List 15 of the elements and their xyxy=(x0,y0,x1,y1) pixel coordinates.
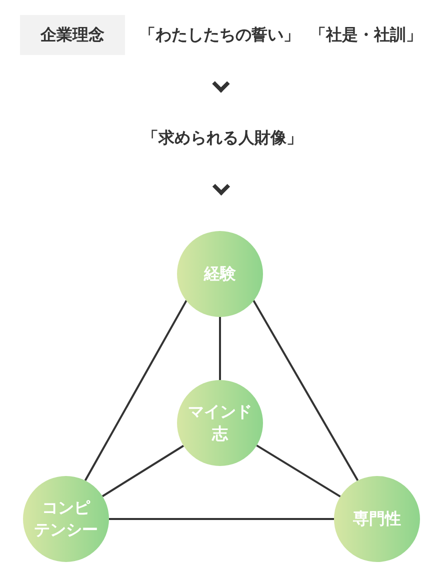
connector-line xyxy=(109,518,334,520)
connector-line xyxy=(102,444,184,498)
circle-node: コンピテンシー xyxy=(23,476,109,562)
chevron-arrow xyxy=(212,184,230,196)
connector-line xyxy=(219,316,221,380)
circle-node: 専門性 xyxy=(334,476,420,562)
heading-text: 「社是・社訓」 xyxy=(310,25,422,45)
circle-node: 経験 xyxy=(177,230,263,316)
heading-text: 「求められる人財像」 xyxy=(142,128,302,148)
connector-line xyxy=(84,300,188,482)
chevron-arrow xyxy=(212,81,230,93)
circle-node: マインド志 xyxy=(177,380,263,466)
tag-box: 企業理念 xyxy=(20,15,125,55)
heading-text: 「わたしたちの誓い」 xyxy=(140,25,300,45)
connector-line xyxy=(256,444,341,498)
